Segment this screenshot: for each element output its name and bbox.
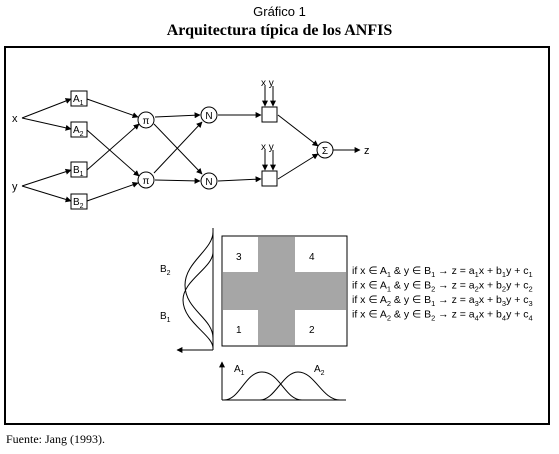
rule-1: if x ∈ A1 & y ∈ B1 → z = a1x + b1y + c1 [352, 265, 533, 279]
partition-band-horizontal [223, 272, 346, 310]
region-1-label: 1 [236, 325, 242, 336]
edge-b1-pi1 [86, 123, 140, 171]
mf-curve-b1 [182, 251, 214, 349]
edge-c2-sum [277, 153, 319, 180]
consequent-inputs-label-1: x y [261, 78, 274, 89]
output-z-label: z [364, 145, 370, 157]
edge-pi1-n1 [154, 112, 201, 119]
svg-text:π: π [143, 116, 150, 127]
product-node-1: π [137, 111, 155, 129]
edge-pi2-n1 [153, 121, 203, 174]
rule-3: if x ∈ A2 & y ∈ B1 → z = a3x + b3y + c3 [352, 294, 533, 308]
svg-text:N: N [205, 177, 212, 188]
mf-node-b1: B1 [70, 161, 88, 178]
consequent-node-1 [261, 106, 278, 123]
edge-y-b2 [21, 185, 72, 203]
region-4-label: 4 [309, 252, 315, 263]
edge-n2-c2 [217, 176, 262, 183]
input-y-label: y [12, 181, 18, 193]
consequent-node-2 [261, 170, 278, 187]
mf-curve-a2 [259, 371, 341, 401]
figure-source: Fuente: Jang (1993). [6, 432, 105, 446]
region-3-label: 3 [236, 252, 242, 263]
svg-text:B1: B1 [73, 165, 84, 178]
sum-node: Σ [316, 141, 334, 159]
svg-text:π: π [143, 176, 150, 187]
edge-pi1-n2 [153, 123, 203, 175]
mf-label-b1: B1 [160, 311, 171, 324]
product-node-2: π [137, 171, 155, 189]
svg-text:A2: A2 [73, 125, 84, 138]
svg-text:N: N [205, 111, 212, 122]
consequent-inputs-label-2: x y [261, 142, 274, 153]
mf-curve-b2 [184, 231, 214, 339]
mf-curve-a1 [223, 371, 303, 401]
edge-x-a1 [21, 98, 72, 119]
figure-title: Arquitectura típica de los ANFIS [166, 22, 393, 39]
mf-node-a1: A1 [70, 90, 88, 107]
figure-caption: Gráfico 1 [253, 4, 306, 19]
edge-pi2-n2 [154, 177, 201, 184]
input-partition: 3 4 1 2 [221, 235, 348, 347]
edge-a1-pi1 [86, 98, 139, 119]
rule-2: if x ∈ A1 & y ∈ B2 → z = a2x + b2y + c2 [352, 280, 533, 294]
mf-node-a2: A2 [70, 121, 88, 138]
edge-y-b1 [21, 168, 72, 187]
rule-4: if x ∈ A2 & y ∈ B2 → z = a4x + b4y + c4 [352, 309, 533, 323]
edge-c1-sum [277, 114, 319, 147]
mf-label-a2: A2 [314, 364, 325, 377]
mf-node-b2: B2 [70, 193, 88, 210]
svg-text:A1: A1 [73, 94, 84, 107]
svg-text:B2: B2 [73, 197, 84, 210]
mf-label-b2: B2 [160, 264, 171, 277]
svg-text:Σ: Σ [322, 146, 328, 157]
input-x-label: x [12, 113, 18, 125]
edge-a2-pi2 [86, 129, 140, 177]
figure-frame [4, 46, 550, 425]
norm-node-2: N [200, 172, 218, 190]
region-2-label: 2 [309, 325, 315, 336]
edge-b2-pi2 [86, 181, 139, 202]
mf-label-a1: A1 [234, 364, 245, 377]
edge-x-a2 [21, 117, 72, 131]
rule-list: if x ∈ A1 & y ∈ B1 → z = a1x + b1y + c1i… [352, 265, 533, 323]
norm-node-1: N [200, 106, 218, 124]
